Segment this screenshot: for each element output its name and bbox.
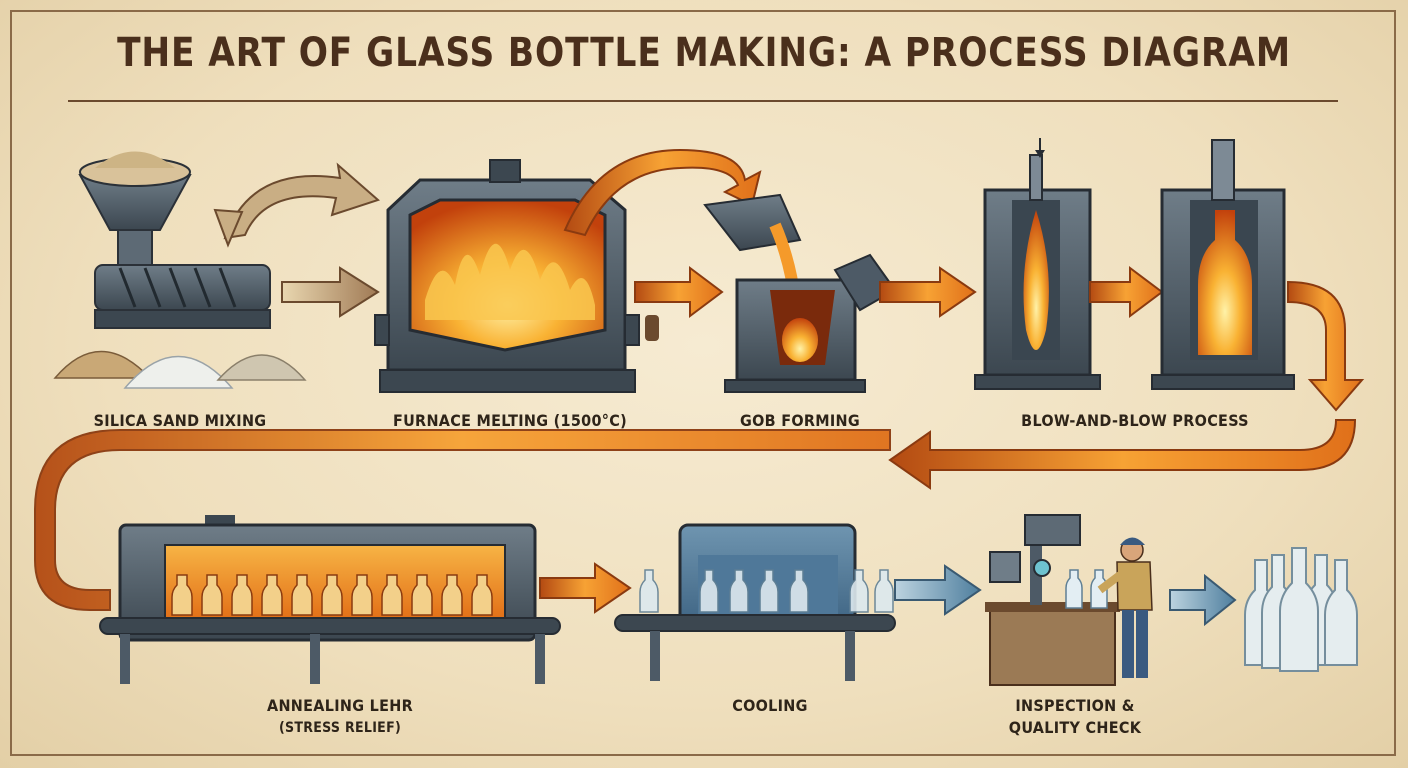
page-border — [10, 10, 1396, 756]
label-furnace-melting: FURNACE MELTING (1500°C) — [392, 411, 628, 430]
label-quality-check: QUALITY CHECK — [1008, 718, 1142, 737]
mixing-cycle-arrow — [223, 162, 380, 240]
arrow-cooling-to-inspection — [894, 564, 982, 616]
inspector-worker — [1097, 537, 1153, 678]
mixing-return-arrow — [213, 208, 244, 248]
return-flow-arrow-main — [888, 419, 1357, 490]
title-underline — [68, 100, 1338, 102]
melting-furnace — [374, 159, 659, 393]
blow-mold — [1151, 139, 1295, 390]
cooling-tunnel — [614, 523, 896, 681]
gob-feeder — [703, 193, 897, 393]
finished-bottles — [1244, 547, 1358, 672]
arrow-furnace-to-gob — [634, 266, 724, 318]
label-stress-relief: (STRESS RELIEF) — [278, 720, 402, 736]
label-blow-and-blow: BLOW-AND-BLOW PROCESS — [1021, 411, 1249, 430]
label-cooling: COOLING — [732, 696, 808, 715]
arrow-mixing-to-furnace — [281, 266, 380, 318]
label-annealing-lehr: ANNEALING LEHR — [267, 696, 413, 715]
mixing-machine — [53, 151, 307, 389]
inspection-station — [985, 514, 1120, 686]
arrow-inspection-to-bottles — [1169, 573, 1237, 627]
arrow-gob-to-blow — [879, 266, 977, 318]
molten-stream-arrow — [563, 148, 762, 237]
label-silica-sand-mixing: SILICA SAND MIXING — [93, 411, 267, 430]
blank-mold — [974, 138, 1101, 390]
arrow-lehr-to-cooling — [539, 562, 632, 614]
label-gob-forming: GOB FORMING — [739, 411, 861, 430]
arrow-blank-to-blow-mold — [1089, 266, 1164, 318]
label-inspection: INSPECTION & — [1015, 696, 1135, 715]
return-flow-arrow-left — [34, 429, 891, 611]
annealing-lehr — [99, 515, 561, 684]
diagram-title: THE ART OF GLASS BOTTLE MAKING: A PROCES… — [117, 30, 1291, 76]
return-flow-arrow-right — [1287, 280, 1365, 412]
